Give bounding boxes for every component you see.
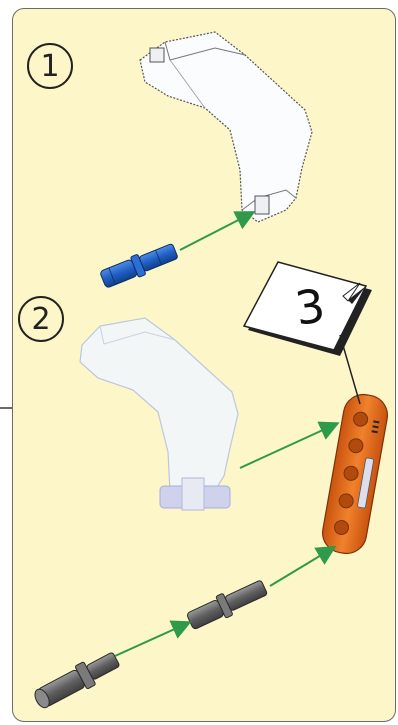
assembly-arrow-2 bbox=[240, 424, 336, 468]
orange-liftarm bbox=[319, 391, 390, 556]
submodel-callout-number: 3 bbox=[287, 279, 334, 334]
assembly-arrow-4 bbox=[115, 623, 188, 656]
windscreen-panel-step2 bbox=[80, 318, 238, 510]
windscreen-panel-step1 bbox=[140, 32, 312, 222]
gray-friction-pin bbox=[31, 647, 123, 712]
assembly-arrow-3 bbox=[270, 548, 333, 586]
blue-axle-pin bbox=[99, 241, 180, 291]
assembly-arrow-1 bbox=[180, 213, 252, 250]
callout-leader-line bbox=[340, 335, 360, 404]
gray-connector-pin bbox=[185, 576, 269, 632]
